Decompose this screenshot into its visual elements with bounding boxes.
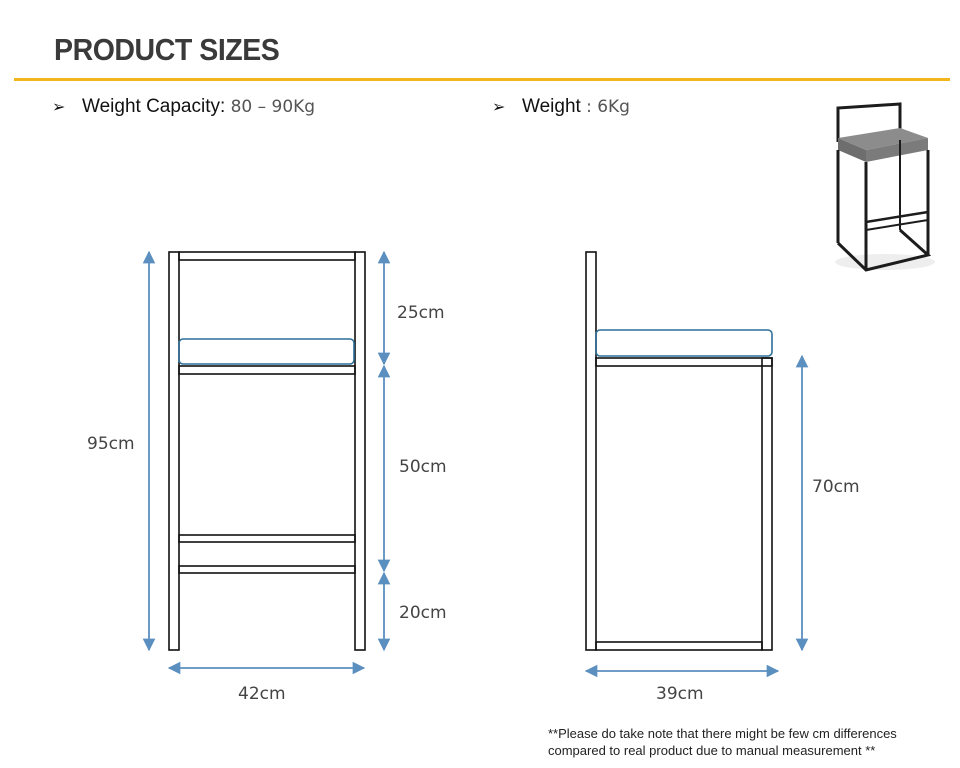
label-seat-height: 70cm [812,477,860,497]
weight-label: Weight [522,96,581,117]
spec-weight-capacity: ➢ Weight Capacity: 80 – 90Kg [52,96,315,118]
side-back-post [585,251,597,651]
front-right-leg [354,251,366,651]
side-bottom-rail [595,641,763,651]
stool-product-image [835,102,935,272]
side-view-frame [585,251,773,651]
weight-capacity-value: 80 – 90Kg [230,97,316,117]
front-left-leg [168,251,180,651]
label-seat-to-footrest: 50cm [399,457,447,477]
title-underline [14,78,950,81]
front-top-bar [178,251,356,261]
spec-weight: ➢ Weight : 6Kg [492,96,630,118]
measurement-note-line1: **Please do take note that there might b… [548,726,897,741]
label-footrest-to-floor: 20cm [399,603,447,623]
arrowhead-bullet-icon: ➢ [492,99,506,116]
page-title: PRODUCT SIZES [54,32,280,67]
weight-value: : 6Kg [586,97,630,117]
side-seat-cushion [595,329,773,357]
front-upper-footrest [178,534,356,543]
front-seat-cushion [178,338,355,365]
label-height-total: 95cm [87,434,135,454]
side-seat-rail [595,357,773,367]
front-view-frame [168,251,366,651]
arrowhead-bullet-icon: ➢ [52,99,66,116]
label-width: 42cm [238,684,286,704]
label-depth: 39cm [656,684,704,704]
measurement-note-line2: compared to real product due to manual m… [548,743,876,758]
weight-capacity-label: Weight Capacity: [82,96,226,117]
front-seat-rail [178,365,356,375]
front-lower-footrest [178,565,356,574]
label-backrest-height: 25cm [397,303,445,323]
side-front-leg [761,357,773,651]
measurement-note: **Please do take note that there might b… [548,725,897,759]
